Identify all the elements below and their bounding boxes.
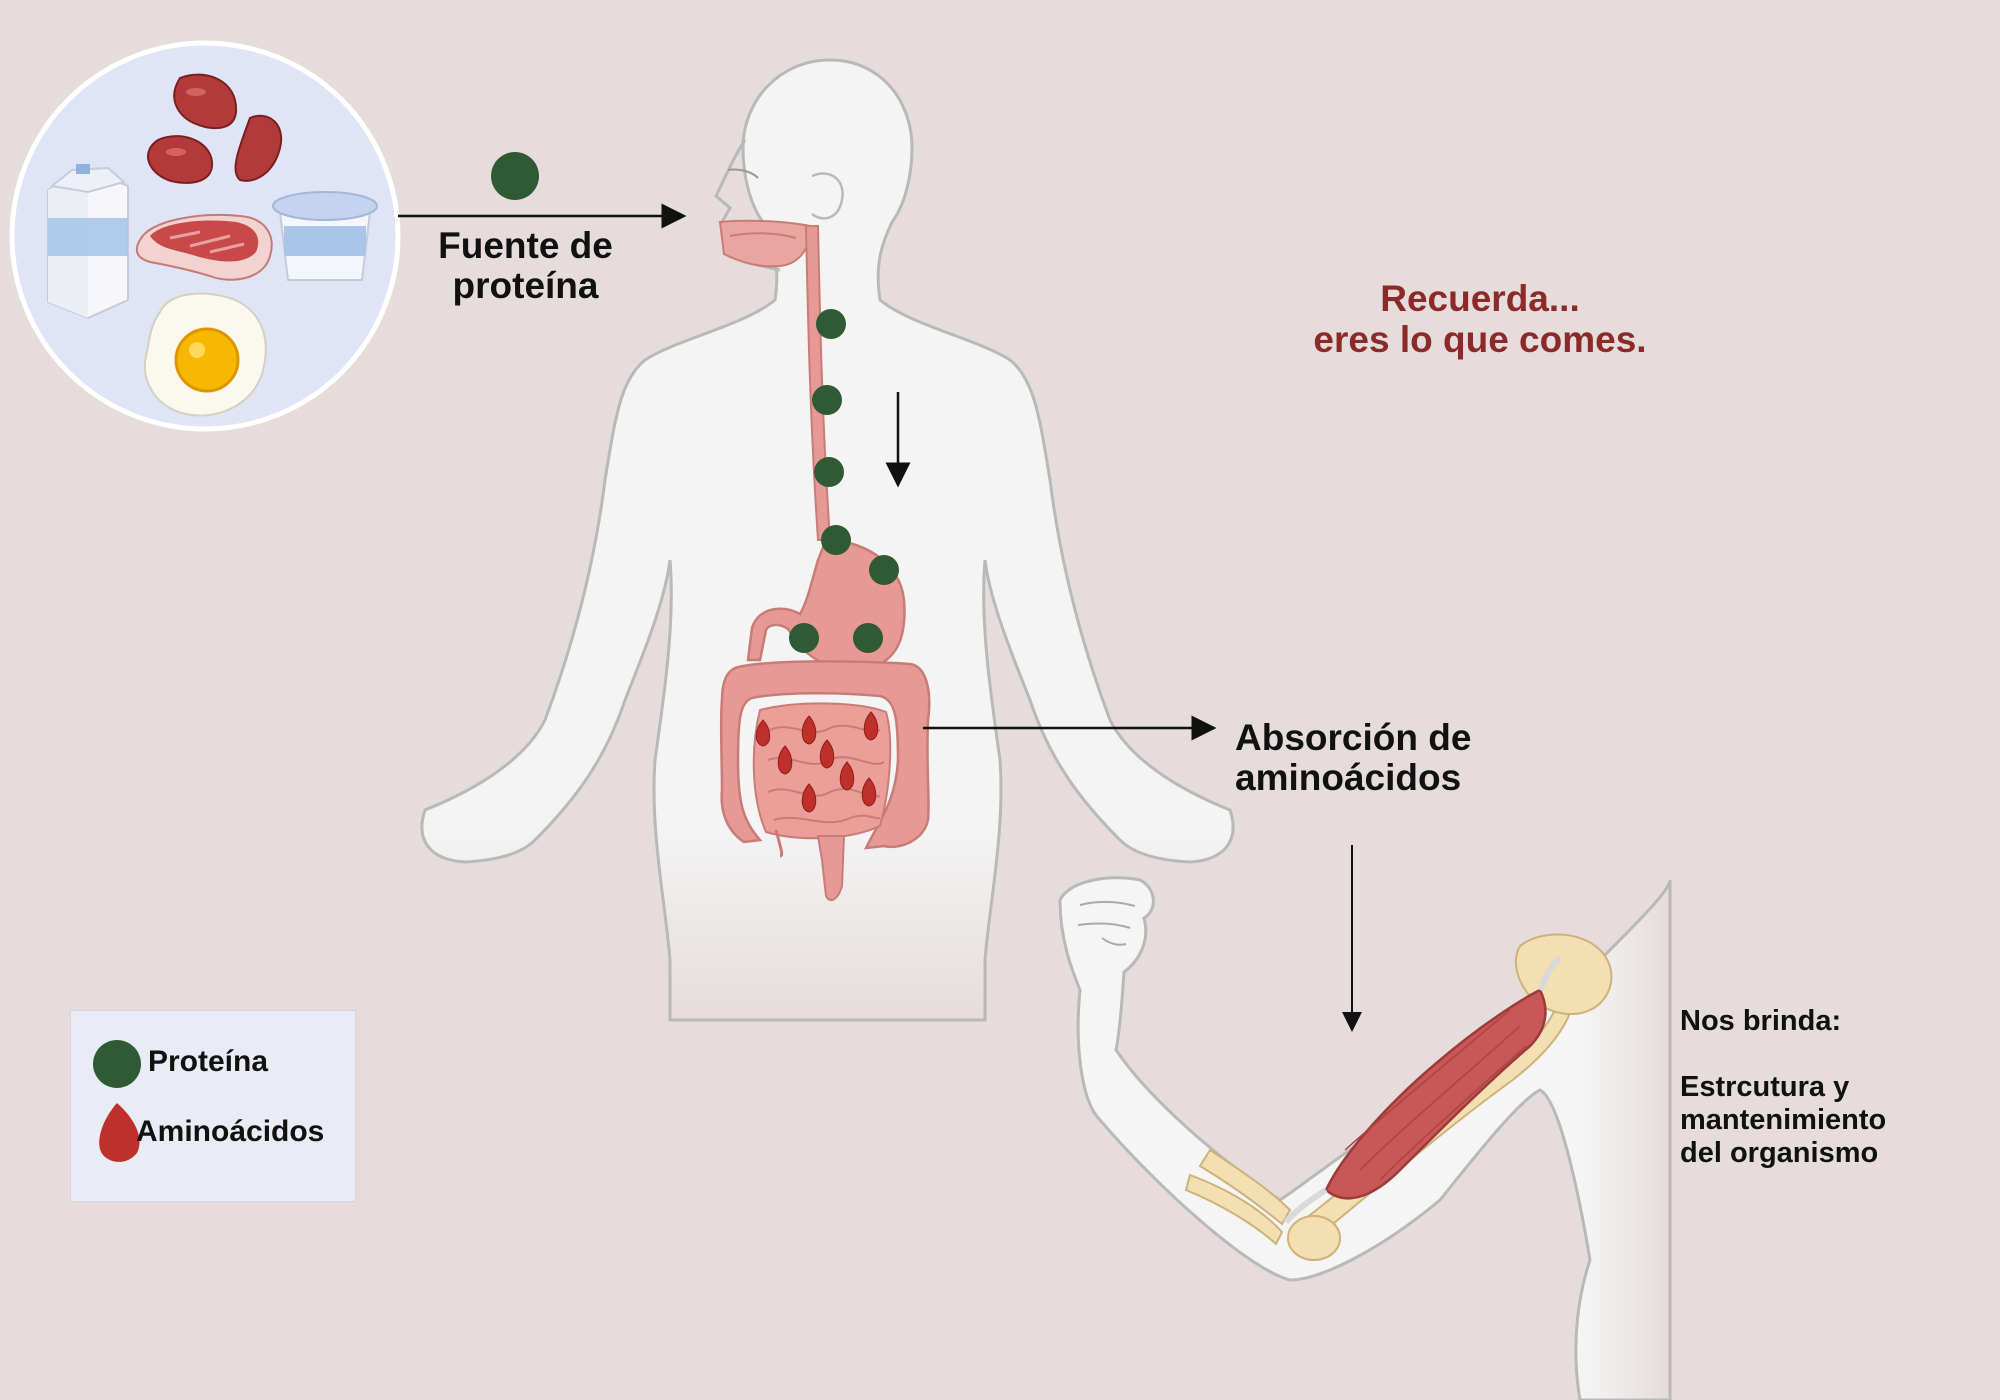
protein-source-line-2: proteína [452,265,599,306]
benefit-line-3: Estrcutura y [1680,1071,1850,1103]
fried-egg-icon [143,292,267,417]
reminder-line-2: eres lo que comes. [1313,319,1647,360]
food-plate-icon [9,40,401,432]
protein-source-label: Fuente de proteína [428,226,623,306]
yogurt-cup-icon [272,191,378,281]
protein-source-dot [491,152,539,200]
protein-source-line-1: Fuente de [438,225,613,266]
kidney-bean-icon [147,73,283,184]
amino-absorption-label: Absorción de aminoácidos [1235,718,1471,798]
benefit-line-5: del organismo [1680,1137,1879,1169]
reminder-line-1: Recuerda... [1380,278,1580,319]
legend-swatches [93,1040,141,1162]
absorption-line-2: aminoácidos [1235,757,1462,798]
absorption-line-1: Absorción de [1235,717,1472,758]
steak-icon [135,214,273,281]
legend-amino-icon [99,1103,140,1162]
benefit-line-1: Nos brinda: [1680,1005,1842,1037]
legend-amino-label: Aminoácidos [136,1115,325,1148]
legend-protein-label: Proteína [148,1045,269,1078]
benefit-label: Nos brinda: Estrcutura y mantenimiento d… [1680,1005,1886,1170]
reminder-message: Recuerda... eres lo que comes. [1260,278,1700,360]
flexed-arm-icon [1058,876,1672,1400]
legend-protein-icon [93,1040,141,1088]
benefit-line-4: mantenimiento [1680,1104,1887,1136]
amino-acid-drops-intestine [755,711,879,813]
milk-carton-icon [47,164,129,320]
legend: Proteína Aminoácidos [70,1010,356,1202]
protein-dots-digestive-tract [789,309,899,653]
